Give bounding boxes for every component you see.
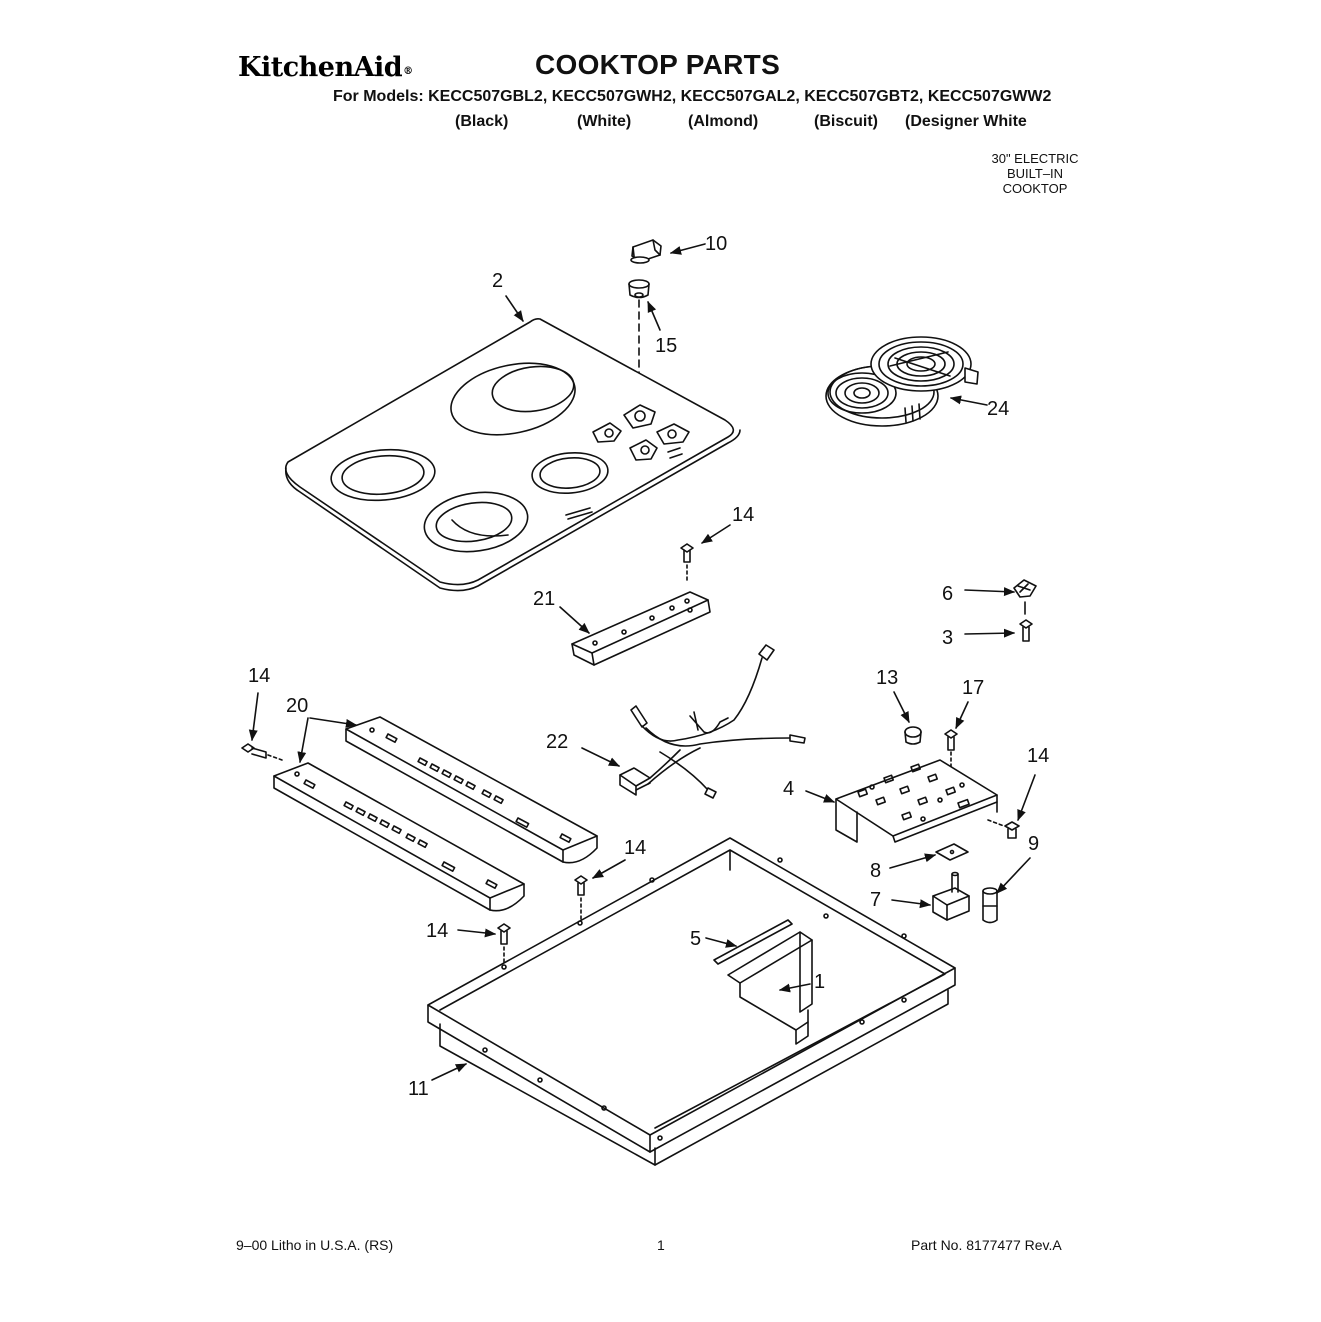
screw-part <box>241 743 283 761</box>
callout-20: 20 <box>286 695 308 717</box>
support-bracket-part <box>727 931 813 1045</box>
page-number: 1 <box>657 1237 665 1253</box>
part-number: Part No. 8177477 Rev.A <box>911 1237 1062 1253</box>
callout-labels: 10 2 15 24 14 21 6 3 13 17 14 20 14 22 4… <box>248 233 1049 1100</box>
registered-mark: ® <box>403 66 413 77</box>
callout-21: 21 <box>533 588 555 610</box>
callout-22: 22 <box>546 731 568 753</box>
screw-part <box>497 923 511 966</box>
switch-part <box>932 871 970 921</box>
color-almond: (Almond) <box>688 113 759 130</box>
clip-part <box>1013 579 1037 615</box>
dual-element-part <box>825 336 979 427</box>
color-black: (Black) <box>455 113 509 130</box>
brand-name: KitchenAid <box>238 52 403 83</box>
description-line: 30" ELECTRIC <box>991 151 1079 166</box>
callout-17: 17 <box>962 677 984 699</box>
callout-11: 11 <box>408 1078 429 1100</box>
screw-part <box>574 875 588 921</box>
callout-9: 9 <box>1028 833 1039 855</box>
callout-13: 13 <box>876 667 898 689</box>
footer-print-info: 9–00 Litho in U.S.A. (RS) <box>236 1237 394 1253</box>
knob-part <box>904 726 922 745</box>
glass-cooktop-part <box>284 318 741 592</box>
side-channel-part <box>273 762 525 912</box>
knob-base-part <box>628 279 650 299</box>
screw-part <box>680 543 694 581</box>
strip-part <box>713 919 793 965</box>
models-line: For Models: KECC507GBL2, KECC507GWH2, KE… <box>333 88 1052 105</box>
page-title: COOKTOP PARTS <box>535 49 781 80</box>
product-description: 30" ELECTRIC BUILT–IN COOKTOP <box>980 151 1090 196</box>
control-bracket-part <box>835 759 998 843</box>
callout-6: 6 <box>942 583 953 605</box>
callout-2: 2 <box>492 270 503 292</box>
callout-24: 24 <box>987 398 1009 420</box>
knob-part <box>630 239 662 264</box>
bracket-part <box>571 591 711 666</box>
callout-14: 14 <box>1027 745 1049 767</box>
callout-5: 5 <box>690 928 701 950</box>
callout-14: 14 <box>248 665 270 687</box>
description-line: BUILT–IN <box>1006 166 1064 181</box>
bottom-pan-part <box>427 837 956 1166</box>
plate-part <box>935 843 969 861</box>
callout-7: 7 <box>870 889 881 911</box>
side-channel-part <box>345 716 598 864</box>
callout-1: 1 <box>814 971 825 993</box>
callout-3: 3 <box>942 627 953 649</box>
color-white: (White) <box>577 113 632 130</box>
callout-14: 14 <box>426 920 448 942</box>
color-designer-white: (Designer White <box>905 113 1027 130</box>
indicator-light-part <box>982 887 998 924</box>
screw-part <box>987 819 1020 839</box>
screw-part <box>1019 619 1033 642</box>
leader-lines <box>248 243 1036 1081</box>
callout-14: 14 <box>732 504 754 526</box>
callout-15: 15 <box>655 335 677 357</box>
callout-4: 4 <box>783 778 794 800</box>
callout-8: 8 <box>870 860 881 882</box>
brand-logo: KitchenAid® <box>238 52 413 83</box>
wire-harness-part <box>619 644 806 799</box>
color-biscuit: (Biscuit) <box>814 113 878 130</box>
callout-10: 10 <box>705 233 727 255</box>
callout-14: 14 <box>624 837 646 859</box>
description-line: COOKTOP <box>1002 181 1068 196</box>
